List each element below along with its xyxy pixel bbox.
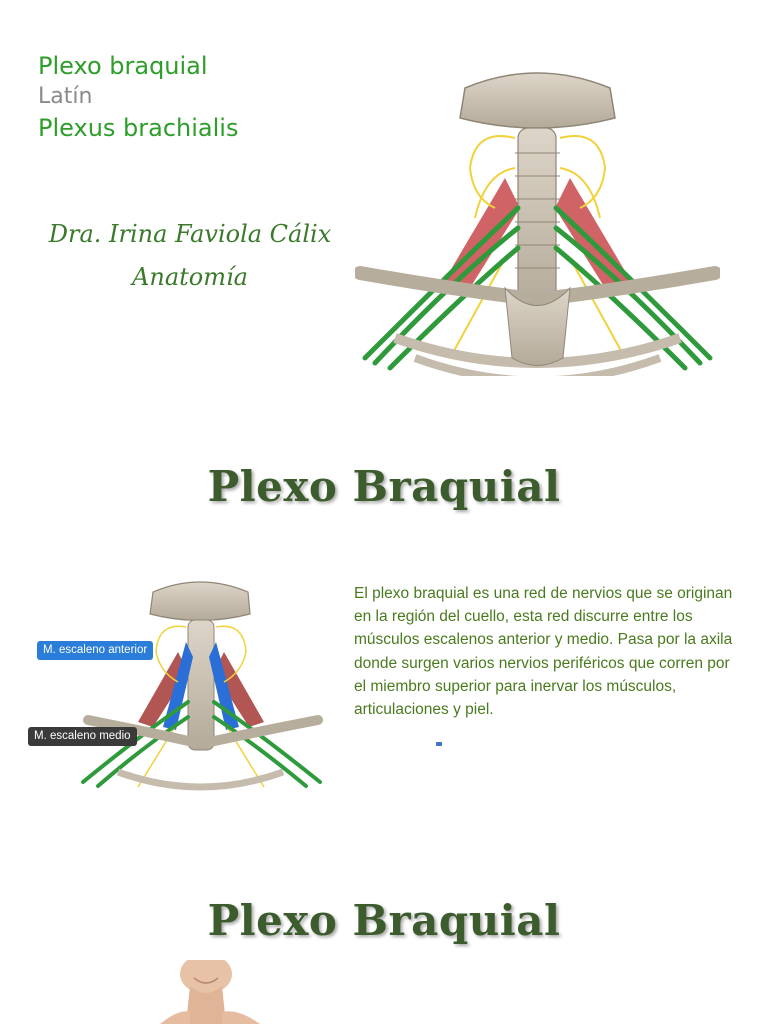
slide-title: Plexo Braquial	[207, 462, 561, 511]
cursor-mark	[436, 742, 442, 746]
label-scalene-anterior: M. escaleno anterior	[37, 641, 154, 660]
term-spanish: Plexo braquial	[38, 52, 208, 80]
author-field: Anatomía	[132, 263, 248, 291]
term-latin: Plexus brachialis	[38, 114, 239, 142]
label-scalene-medio: M. escaleno medio	[28, 727, 137, 746]
slide-title-2: Plexo Braquial	[207, 896, 561, 945]
brachial-plexus-illustration	[355, 72, 720, 376]
description-paragraph: El plexo braquial es una red de nervios …	[354, 585, 733, 719]
author-name: Dra. Irina Faviola Cálix	[48, 220, 332, 248]
head-neck-illustration	[160, 960, 260, 1024]
scalene-muscles-illustration	[81, 581, 323, 791]
latin-label: Latín	[38, 84, 93, 109]
